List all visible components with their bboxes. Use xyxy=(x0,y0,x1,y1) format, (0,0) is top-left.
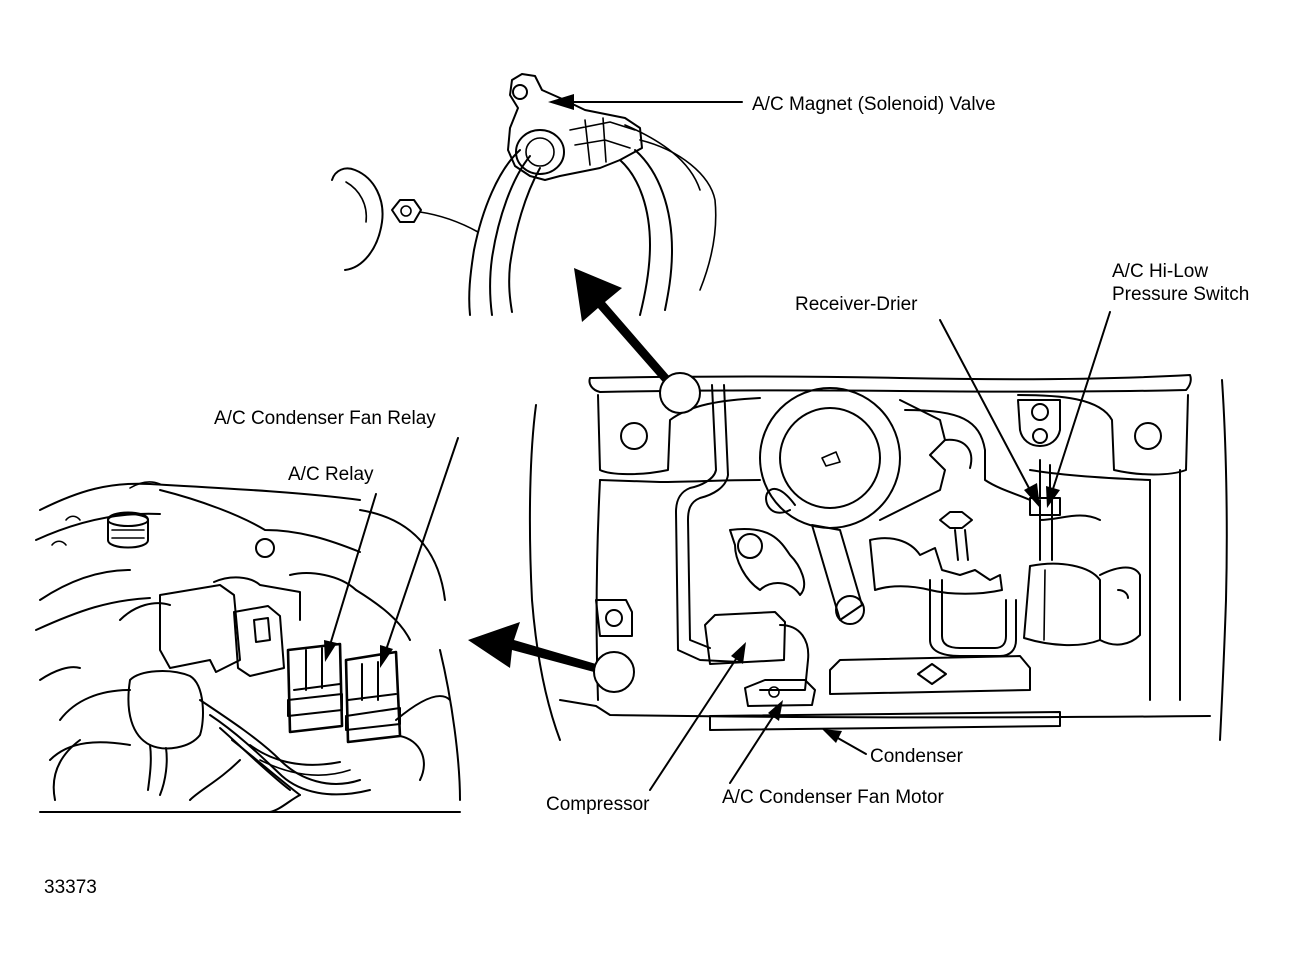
solenoid-valve-detail xyxy=(331,73,717,316)
compressor-leader xyxy=(649,655,739,791)
strut-tower-dome xyxy=(331,167,384,271)
condenser-fan-motor-body xyxy=(744,679,816,707)
harness-boot xyxy=(127,670,204,750)
leader-arrowhead xyxy=(1046,486,1060,508)
relay-detail xyxy=(35,481,461,813)
solenoid-valve-callout: A/C Magnet (Solenoid) Valve xyxy=(548,94,996,115)
hi-low-switch-label-line1: A/C Hi-Low xyxy=(1112,261,1208,282)
ac-relay-leader xyxy=(329,493,377,646)
receiver-drier-callout: Receiver-Drier xyxy=(795,294,1040,508)
condenser-fan-motor-callout: A/C Condenser Fan Motor xyxy=(722,700,944,808)
strut-nut xyxy=(391,199,422,223)
ac-relay-callout: A/C Relay xyxy=(288,464,377,662)
detail-arrow-to-relays xyxy=(468,622,596,672)
engine-bracket xyxy=(811,524,863,621)
relay-bracket xyxy=(159,584,241,673)
condenser-callout: Condenser xyxy=(822,729,964,767)
solenoid-valve-body xyxy=(507,73,643,181)
fluid-reservoir-cap xyxy=(107,511,149,549)
condenser-fan-relay-label: A/C Condenser Fan Relay xyxy=(214,408,436,429)
left-fender-outline xyxy=(528,404,561,741)
leader-arrowhead xyxy=(731,642,746,664)
ac-relay-connector xyxy=(286,642,344,734)
detail-arrow-to-solenoid xyxy=(574,268,676,390)
compressor-body xyxy=(704,611,786,665)
receiver-drier-label: Receiver-Drier xyxy=(795,294,918,315)
hi-low-switch-callout: A/C Hi-Low Pressure Switch xyxy=(1046,261,1249,508)
engine-bay-front-view xyxy=(528,372,1228,741)
solenoid-valve-label: A/C Magnet (Solenoid) Valve xyxy=(752,94,996,115)
compressor-label: Compressor xyxy=(546,794,650,815)
receiver-drier-leader xyxy=(939,319,1031,491)
leader-arrowhead xyxy=(380,645,393,668)
large-arrow-left-icon xyxy=(468,622,596,672)
mount-hole-left xyxy=(620,422,648,450)
hi-low-switch-label-line2: Pressure Switch xyxy=(1112,284,1249,305)
leader-arrowhead xyxy=(324,640,337,662)
leader-arrowhead xyxy=(548,94,574,110)
ac-relay-label: A/C Relay xyxy=(288,464,374,485)
relay-location-circle xyxy=(593,651,635,693)
hi-low-switch-leader xyxy=(1051,311,1111,493)
condenser-fan-motor-label: A/C Condenser Fan Motor xyxy=(722,787,944,808)
large-arrow-up-icon xyxy=(574,268,676,390)
figure-number: 33373 xyxy=(44,877,97,898)
right-fender-outline xyxy=(1219,379,1228,741)
leader-arrowhead xyxy=(822,729,842,743)
engine-pulley-inner xyxy=(779,407,881,509)
condenser-fan-housing xyxy=(829,655,1031,695)
condenser-leader xyxy=(835,736,867,755)
condenser-fan-motor-leader xyxy=(729,711,777,784)
compressor-callout: Compressor xyxy=(546,642,746,815)
mount-hole-right xyxy=(1134,422,1162,450)
relay-block-left xyxy=(233,605,285,677)
condenser-fan-relay-callout: A/C Condenser Fan Relay xyxy=(214,408,459,668)
receiver-drier-body xyxy=(1023,562,1101,647)
leader-arrowhead xyxy=(768,700,783,721)
solenoid-location-circle xyxy=(659,372,701,414)
hood-latch xyxy=(1017,399,1061,447)
leader-arrowhead xyxy=(1024,483,1040,508)
radiator-support-right xyxy=(1017,394,1189,476)
condenser-label: Condenser xyxy=(870,746,964,767)
condenser-body xyxy=(709,711,1061,731)
condenser-fan-relay-leader xyxy=(385,437,459,651)
